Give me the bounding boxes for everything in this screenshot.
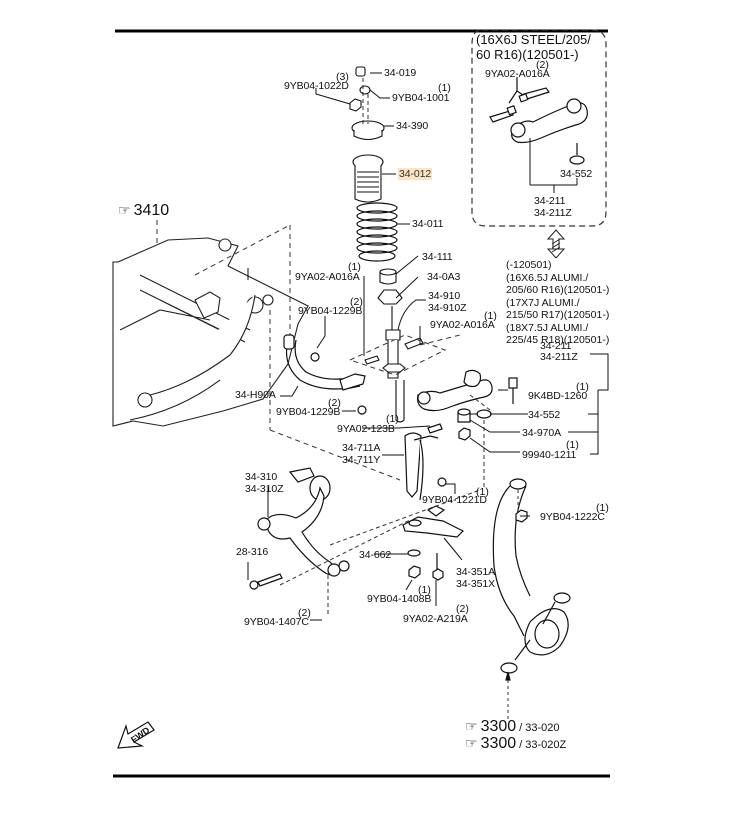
part-34-351x[interactable]: 34-351X	[456, 578, 495, 590]
steering-knuckle	[492, 478, 571, 681]
subframe-crossmember	[112, 237, 309, 427]
part-9yb04-1022d[interactable]: 9YB04-1022D	[284, 80, 349, 92]
subframe-guide-lines	[156, 220, 401, 481]
part-34-662[interactable]: 34-662	[359, 549, 392, 561]
part-9yb04-1222c[interactable]: 9YB04-1222C	[540, 511, 605, 523]
part-9ya02-a219a[interactable]: 9YA02-A219A	[403, 613, 468, 625]
part-34-310z[interactable]: 34-310Z	[245, 483, 284, 495]
part-34-390[interactable]: 34-390	[396, 120, 429, 132]
qty-9yb04-1229b-top: (2)	[350, 296, 363, 308]
pointing-hand-icon: ☞	[118, 202, 131, 218]
part-34-711y[interactable]: 34-711Y	[342, 454, 381, 466]
stabilizer-bar	[283, 334, 367, 415]
part-34-211z[interactable]: 34-211Z	[540, 351, 578, 363]
leader-lines	[247, 72, 609, 621]
strut-lower-parts	[364, 268, 424, 423]
inset-bolt-label[interactable]: 9YA02-A016A	[485, 68, 550, 80]
ref-3410[interactable]: ☞ 3410	[118, 202, 170, 219]
part-34-h90a[interactable]: 34-H90A	[235, 389, 276, 401]
part-34-111[interactable]: 34-111	[422, 251, 453, 263]
fwd-arrow-icon	[117, 721, 155, 749]
pointing-hand-icon: ☞	[465, 735, 478, 751]
ref-3300-a[interactable]: ☞ 3300 / 33-020	[465, 718, 560, 735]
part-34-910z[interactable]: 34-910Z	[428, 302, 467, 314]
inset-upper-arm	[489, 77, 588, 165]
inset-bushing-label[interactable]: 34-552	[560, 168, 593, 180]
part-28-316[interactable]: 28-316	[236, 546, 269, 558]
qty-9k4bd-1260: (1)	[576, 381, 589, 393]
qty-9ya02-a016a-right: (1)	[484, 310, 497, 322]
part-99940-1211[interactable]: 99940-1211	[522, 449, 577, 461]
part-9yb04-1408b[interactable]: 9YB04-1408B	[367, 593, 432, 605]
inset-bolt-qty: (2)	[536, 59, 549, 71]
inset-title: (16X6J STEEL/205/ 60 R16)(120501-)	[476, 32, 591, 62]
part-34-970a[interactable]: 34-970A	[522, 427, 561, 439]
variant-arrow-icon	[546, 229, 566, 259]
part-9yb04-1407c[interactable]: 9YB04-1407C	[244, 616, 309, 628]
part-9yb04-1229b-bot[interactable]: 9YB04-1229B	[276, 406, 341, 418]
upper-arm-guides	[469, 394, 491, 490]
damper-fork	[404, 423, 447, 501]
qty-9yb04-1022d: (3)	[336, 71, 349, 83]
qty-9yb04-1407c: (2)	[298, 607, 311, 619]
ref-3300-b[interactable]: ☞ 3300 / 33-020Z	[465, 735, 567, 752]
part-9ya02-123b[interactable]: 9YA02-123B	[337, 423, 395, 435]
part-34-012-highlight: 34-012	[398, 168, 433, 180]
inset-arm-label-a[interactable]: 34-211	[534, 195, 566, 207]
knuckle-guides	[507, 490, 519, 720]
qty-99940-1211: (1)	[566, 439, 579, 451]
part-9yb04-1229b-top[interactable]: 9YB04-1229B	[298, 305, 363, 317]
part-34-552[interactable]: 34-552	[528, 409, 561, 421]
coil-spring	[356, 202, 398, 262]
part-9yb04-1221d[interactable]: 9YB04-1221D	[422, 494, 487, 506]
part-34-711a[interactable]: 34-711A	[342, 442, 381, 454]
qty-9ya02-123b: (1)	[386, 413, 399, 425]
upper-control-arm	[417, 369, 518, 441]
lower-arm-guides	[279, 489, 481, 615]
part-34-019[interactable]: 34-019	[384, 67, 417, 79]
qty-9yb04-1221d: (1)	[476, 486, 489, 498]
part-9ya02-a016a-left[interactable]: 9YA02-A016A	[295, 271, 360, 283]
pointing-hand-icon: ☞	[465, 718, 478, 734]
part-34-211[interactable]: 34-211	[540, 340, 572, 352]
strut-guide-dashes	[348, 334, 461, 376]
part-34-011[interactable]: 34-011	[412, 218, 444, 230]
part-9ya02-a016a-right[interactable]: 9YA02-A016A	[430, 319, 495, 331]
part-9k4bd-1260[interactable]: 9K4BD-1260	[528, 390, 588, 402]
part-34-0a3[interactable]: 34-0A3	[427, 271, 461, 283]
part-34-351a[interactable]: 34-351A	[456, 566, 495, 578]
part-34-310[interactable]: 34-310	[245, 471, 278, 483]
qty-9ya02-a219a: (2)	[456, 603, 469, 615]
lower-control-arm	[249, 467, 350, 590]
qty-9yb04-1408b: (1)	[418, 584, 431, 596]
part-34-910[interactable]: 34-910	[428, 290, 461, 302]
strut-dashed-guides	[362, 78, 369, 124]
part-34-012[interactable]: 34-012	[398, 168, 433, 180]
qty-9ya02-a016a-left: (1)	[348, 261, 361, 273]
ball-joint-plate	[402, 505, 465, 581]
qty-9yb04-1229b-bot: (2)	[328, 397, 341, 409]
inset-leader-lines	[529, 138, 578, 193]
inset-arm-label-b[interactable]: 34-211Z	[534, 207, 572, 219]
variant-note: (-120501) (16X6.5J ALUMI./ 205/60 R16)(1…	[506, 259, 610, 346]
part-9yb04-1001[interactable]: 9YB04-1001	[392, 92, 450, 104]
qty-9yb04-1222c: (1)	[596, 502, 609, 514]
qty-9yb04-1001: (1)	[438, 82, 451, 94]
inset-box	[471, 29, 607, 227]
strut-mount-parts	[349, 66, 385, 203]
